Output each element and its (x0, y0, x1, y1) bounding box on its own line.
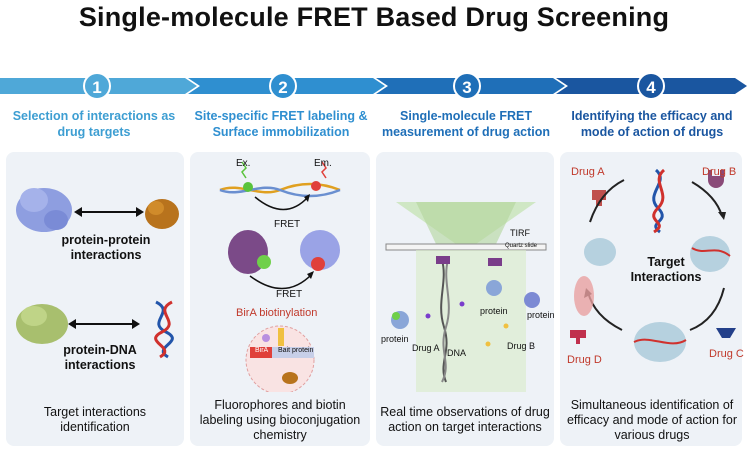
fret-label-2: FRET (276, 289, 303, 300)
protein-right-label: protein (527, 310, 555, 320)
dna-label: DNA (447, 348, 467, 358)
protein-right-icon (524, 292, 540, 308)
protein-mid-label: protein (480, 306, 508, 316)
step-1-badge: 1 (83, 72, 111, 100)
panel-1-illustration (16, 188, 179, 359)
blue-protein-icon (16, 188, 72, 232)
panel-2-caption: Fluorophores and biotin labeling using b… (199, 398, 361, 442)
protein-dna-label: protein-DNA interactions (63, 343, 137, 372)
page-title: Single-molecule FRET Based Drug Screenin… (78, 2, 670, 32)
panel-4-caption: Simultaneous identification of efficacy … (566, 398, 737, 442)
emission-label: Em. (314, 158, 332, 169)
drug-a-label-p3: Drug A (412, 343, 440, 353)
panel-1-caption: Target interactions identification (43, 405, 147, 434)
step-4-badge: 4 (637, 72, 665, 100)
tirf-label: TIRF (510, 228, 530, 238)
drug-c-icon (716, 328, 736, 338)
donor-dye-icon (243, 182, 253, 192)
step-4-heading: Identifying the efficacy and mode of act… (571, 109, 733, 139)
panel-3-illustration (385, 202, 547, 392)
panel-4-illustration (570, 168, 736, 362)
step-3-heading: Single-molecule FRET measurement of drug… (381, 109, 551, 139)
birA-title: BirA biotinylation (236, 307, 318, 319)
dna-tether (440, 259, 448, 383)
drug-b-icon (708, 170, 724, 188)
drug-a-icon (592, 190, 606, 206)
acceptor-dye-icon (311, 181, 321, 191)
step-2-heading: Site-specific FRET labeling & Surface im… (194, 109, 368, 139)
birA-label: BirA (255, 347, 269, 354)
drug-b-label-p3: Drug B (507, 341, 536, 351)
target-interactions-label: Target Interactions (630, 255, 702, 284)
drug-c-label: Drug C (709, 348, 744, 360)
dna-helix-icon (154, 300, 174, 359)
drug-a-label: Drug A (571, 166, 605, 178)
protein-left-label: protein (381, 334, 409, 344)
drug-b-label: Drug B (702, 166, 737, 178)
step-2-badge: 2 (269, 72, 297, 100)
fret-label-1: FRET (274, 219, 301, 230)
panel-fret-labeling (190, 152, 370, 446)
lavender-protein-icon (300, 230, 340, 271)
panel-2-illustration (219, 161, 341, 392)
biotin-anchor (436, 256, 450, 264)
step-1-heading: Selection of interactions as drug target… (12, 109, 176, 139)
step-3-badge: 3 (453, 72, 481, 100)
panel-3-caption: Real time observations of drug action on… (380, 405, 550, 434)
green-protein-icon (16, 304, 68, 344)
process-arrow-bar (0, 78, 747, 94)
protein-mid-icon (486, 280, 502, 296)
protein-protein-label: protein-protein interactions (61, 233, 151, 262)
drug-d-icon (570, 330, 586, 344)
excitation-label: Ex. (236, 158, 251, 169)
drug-d-label: Drug D (567, 354, 602, 366)
orange-protein-icon (145, 199, 179, 229)
dna-strand-icon (219, 182, 341, 198)
bait-protein-label: Bait protein (278, 347, 314, 354)
quartz-label: Quartz slide (505, 243, 538, 249)
purple-protein-icon (228, 230, 271, 274)
